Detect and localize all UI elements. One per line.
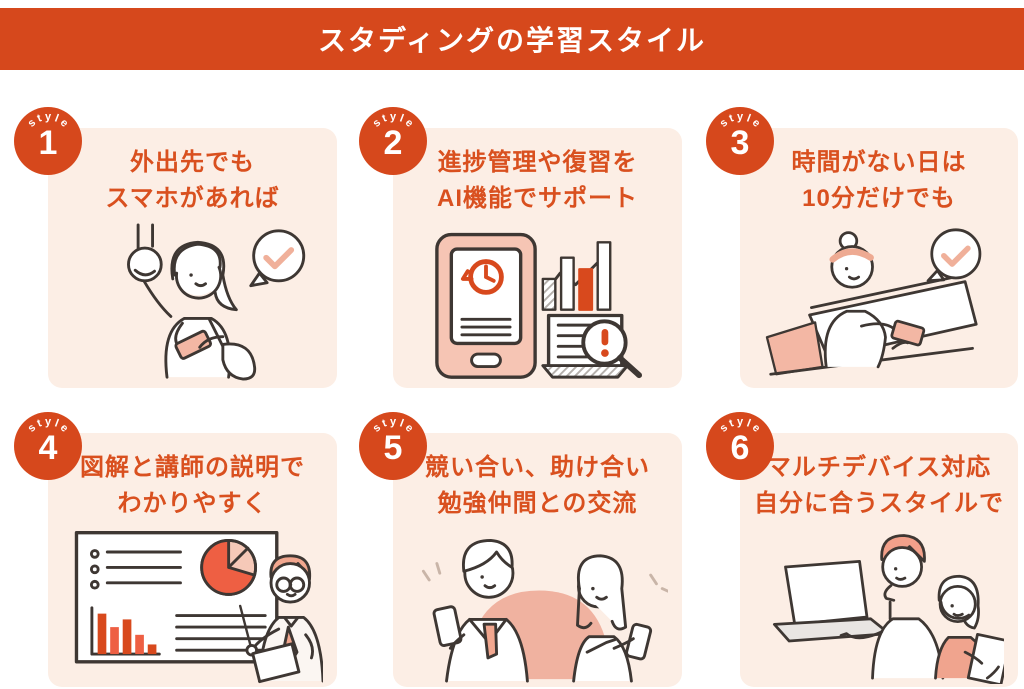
badge-number: 4 [38, 429, 58, 467]
badge-number: 3 [730, 124, 750, 162]
page-title: スタディングの学習スタイル [317, 25, 707, 56]
badge-number: 2 [383, 124, 403, 162]
badge-number: 6 [730, 429, 750, 467]
card-title: マルチデバイス対応 自分に合うスタイルで [754, 454, 1004, 517]
card-title: 競い合い、助け合い 勉強仲間との交流 [425, 454, 650, 517]
woman-train-strap-smartphone-icon [48, 220, 337, 384]
smartphone-chart-document-magnifier-icon [393, 220, 682, 384]
badge-number: 5 [383, 429, 403, 467]
instructor-presentation-board-icon [48, 525, 337, 684]
card-title: 図解と講師の説明で わかりやすく [80, 454, 305, 517]
header-banner: スタディングの学習スタイル [0, 8, 1024, 70]
woman-sofa-smartphone-icon [740, 220, 1018, 384]
two-people-smartphones-icon [393, 525, 682, 683]
card-title: 進捗管理や復習を AI機能でサポート [437, 149, 638, 212]
card-title: 外出先でも スマホがあれば [105, 149, 280, 212]
man-laptop-woman-tablet-icon [740, 525, 1018, 684]
badge-number: 1 [38, 124, 58, 162]
card-title: 時間がない日は 10分だけでも [791, 149, 967, 212]
